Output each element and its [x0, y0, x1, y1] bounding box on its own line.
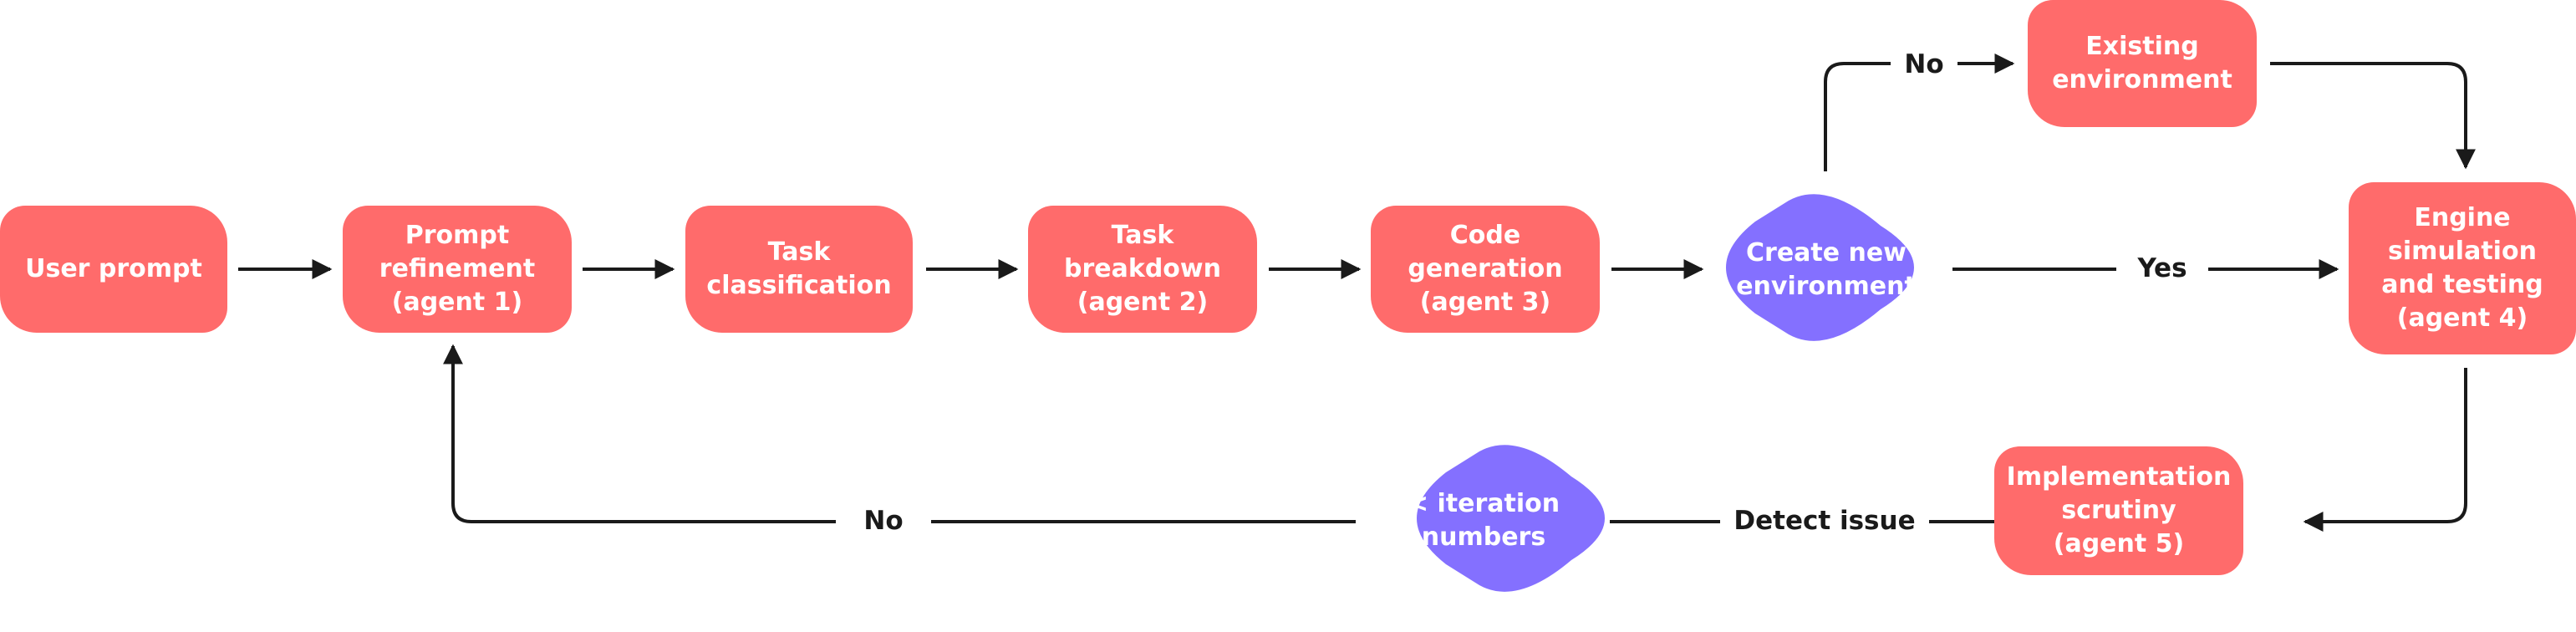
create-new-environment-diamond [1726, 194, 1914, 341]
arrow-engine-to-scrutiny [2303, 368, 2467, 532]
node-existing-environment: Existing environment [2028, 0, 2257, 127]
node-engine-simulation: Engine simulation and testing (agent 4) [2349, 182, 2576, 354]
edge-label-no-bottom: No [836, 503, 931, 538]
node-user-prompt: User prompt [0, 206, 227, 333]
edge-label-no-top: No [1891, 47, 1957, 82]
node-implementation-scrutiny: Implementation scrutiny (agent 5) [1994, 446, 2243, 575]
arrow-existing-to-engine [2270, 62, 2476, 170]
decision-create-new-environment: Create new environment [1736, 238, 1917, 301]
iteration-numbers-diamond [1417, 445, 1605, 592]
edge-label-yes: Yes [2116, 251, 2208, 286]
node-task-classification: Task classification [685, 206, 913, 333]
arrow-decision-no-to-existing [1824, 54, 2015, 171]
node-task-breakdown: Task breakdown (agent 2) [1028, 206, 1257, 333]
node-prompt-refinement: Prompt refinement (agent 1) [343, 206, 572, 333]
arrow-decision-no-to-refinement [443, 344, 1356, 523]
edge-label-detect-issue: Detect issue [1720, 503, 1929, 538]
decision-iteration-numbers: < iteration numbers [1407, 489, 1560, 552]
node-code-generation: Code generation (agent 3) [1371, 206, 1600, 333]
